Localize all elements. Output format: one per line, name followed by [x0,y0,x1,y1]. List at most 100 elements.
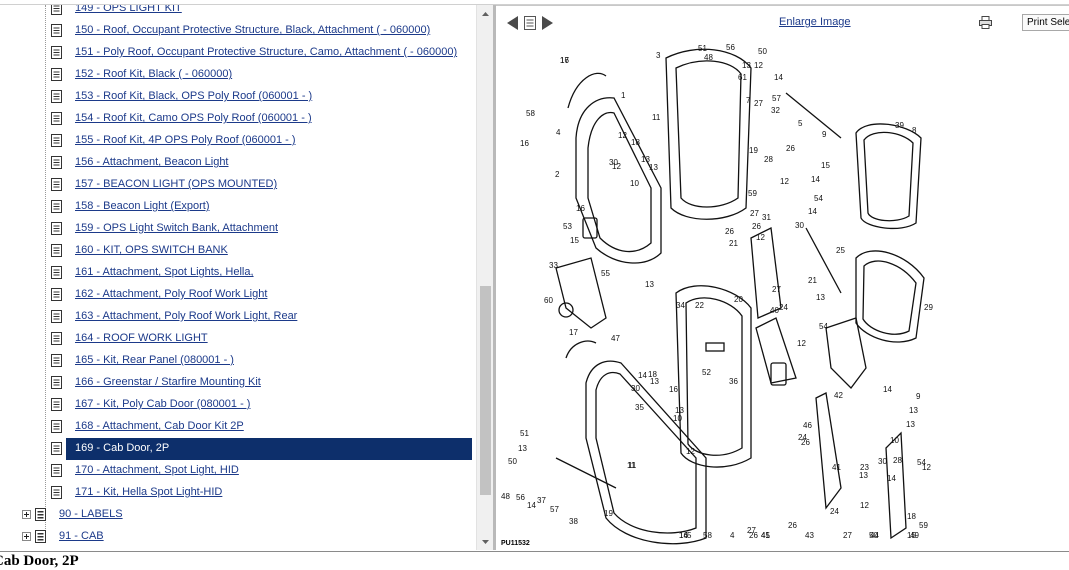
tree-category-label[interactable]: 90 - LABELS [59,508,123,520]
scroll-up-arrow[interactable] [477,5,494,22]
tree-item-label[interactable]: 162 - Attachment, Poly Roof Work Light [75,288,268,300]
tree-item-label[interactable]: 167 - Kit, Poly Cab Door (080001 - ) [75,398,251,410]
tree-item-label[interactable]: 154 - Roof Kit, Camo OPS Poly Roof (0600… [75,112,312,124]
tree-item-label[interactable]: 156 - Attachment, Beacon Light [75,156,229,168]
callout-number: 26 [752,222,761,231]
callout-number: 50 [508,457,517,466]
tree-item-label[interactable]: 155 - Roof Kit, 4P OPS Poly Roof (060001… [75,134,296,146]
callout-number: 21 [729,239,738,248]
callout-number: 15 [907,531,916,540]
tree-item-label[interactable]: 166 - Greenstar / Starfire Mounting Kit [75,376,261,388]
diagram-code: PU11532 [501,540,530,547]
tree-item[interactable]: 163 - Attachment, Poly Roof Work Light, … [0,306,474,328]
print-button[interactable] [978,14,992,31]
chevron-up-icon [482,11,489,16]
callout-number: 13 [906,420,915,429]
tree-item[interactable]: 167 - Kit, Poly Cab Door (080001 - ) [0,394,474,416]
tree-item[interactable]: 153 - Roof Kit, Black, OPS Poly Roof (06… [0,86,474,108]
callout-number: 14 [679,531,688,540]
tree-item-label[interactable]: 168 - Attachment, Cab Door Kit 2P [75,420,244,432]
tree-item[interactable]: 169 - Cab Door, 2P [0,438,474,460]
callout-number: 10 [890,436,899,445]
tree-item-label[interactable]: 164 - ROOF WORK LIGHT [75,332,208,344]
upper-glass-frame [665,48,752,220]
viewer-toolbar: Enlarge Image Print Selected [496,6,1069,38]
document-icon [51,442,62,455]
tree-item[interactable]: 159 - OPS Light Switch Bank, Attachment [0,218,474,240]
scroll-thumb[interactable] [480,286,491,495]
page-button[interactable] [523,14,536,31]
tree-item-label[interactable]: 165 - Kit, Rear Panel (080001 - ) [75,354,234,366]
enlarge-image-link[interactable]: Enlarge Image [779,16,851,28]
expand-plus-icon[interactable] [22,532,31,541]
tree-item-label[interactable]: 170 - Attachment, Spot Light, HID [75,464,239,476]
tree-item[interactable]: 154 - Roof Kit, Camo OPS Poly Roof (0600… [0,108,474,130]
tree-category[interactable]: 91 - CAB [0,526,474,548]
tree-item[interactable]: 168 - Attachment, Cab Door Kit 2P [0,416,474,438]
tree-item[interactable]: 151 - Poly Roof, Occupant Protective Str… [0,42,474,64]
callout-number: 3 [656,51,661,60]
callout-number: 24 [779,303,788,312]
callout-number: 14 [883,385,892,394]
callout-number: 16 [560,56,569,65]
callout-number: 13 [518,444,527,453]
tree-item[interactable]: 160 - KIT, OPS SWITCH BANK [0,240,474,262]
seal-arc-lower [565,340,597,359]
document-icon [51,112,62,125]
tree-item[interactable]: 166 - Greenstar / Starfire Mounting Kit [0,372,474,394]
tree-item-label[interactable]: 149 - OPS LIGHT KIT [75,5,182,14]
scroll-down-arrow[interactable] [477,533,494,550]
callout-number: 59 [748,189,757,198]
tree-item[interactable]: 157 - BEACON LIGHT (OPS MOUNTED) [0,174,474,196]
tree-item[interactable]: 161 - Attachment, Spot Lights, Hella, [0,262,474,284]
tree-item-label[interactable]: 157 - BEACON LIGHT (OPS MOUNTED) [75,178,278,190]
callout-number: 55 [601,269,610,278]
tree-item[interactable]: 155 - Roof Kit, 4P OPS Poly Roof (060001… [0,130,474,152]
tree-item-label[interactable]: 169 - Cab Door, 2P [75,442,170,454]
print-selected-button[interactable]: Print Selected [1022,14,1069,31]
tree-item[interactable]: 171 - Kit, Hella Spot Light-HID [0,482,474,504]
document-icon [51,90,62,103]
tree-item[interactable]: 149 - OPS LIGHT KIT [0,5,474,20]
callout-number: 18 [631,138,640,147]
callout-number: 11 [627,461,636,470]
callout-number: 57 [772,94,781,103]
tree-item-label[interactable]: 160 - KIT, OPS SWITCH BANK [75,244,228,256]
tree-item-label[interactable]: 161 - Attachment, Spot Lights, Hella, [75,266,254,278]
callout-number: 13 [645,280,654,289]
tree-item[interactable]: 164 - ROOF WORK LIGHT [0,328,474,350]
previous-button[interactable] [506,14,518,31]
tree-item[interactable]: 170 - Attachment, Spot Light, HID [0,460,474,482]
tree-item-label[interactable]: 151 - Poly Roof, Occupant Protective Str… [75,46,458,58]
callout-number: 16 [576,204,585,213]
tree-item[interactable]: 152 - Roof Kit, Black ( - 060000) [0,64,474,86]
tree-item-label[interactable]: 159 - OPS Light Switch Bank, Attachment [75,222,278,234]
callout-number: 50 [758,47,767,56]
tree-item-label[interactable]: 163 - Attachment, Poly Roof Work Light, … [75,310,298,322]
tree-item[interactable]: 156 - Attachment, Beacon Light [0,152,474,174]
tree-item-label[interactable]: 158 - Beacon Light (Export) [75,200,210,212]
image-viewer: Enlarge Image Print Selected [496,5,1069,551]
tree-item-label[interactable]: 171 - Kit, Hella Spot Light-HID [75,486,223,498]
callout-number: 26 [786,144,795,153]
tree-item-label[interactable]: 153 - Roof Kit, Black, OPS Poly Roof (06… [75,90,313,102]
tree-item-label[interactable]: 152 - Roof Kit, Black ( - 060000) [75,68,233,80]
callout-number: 5 [798,119,803,128]
chevron-down-icon [482,539,489,544]
folder-document-icon [35,508,46,521]
tree-item-label[interactable]: 150 - Roof, Occupant Protective Structur… [75,24,431,36]
tree-item[interactable]: 165 - Kit, Rear Panel (080001 - ) [0,350,474,372]
pane-splitter[interactable] [493,5,496,550]
callout-number: 27 [750,209,759,218]
tree-category[interactable]: 90 - LABELS [0,504,474,526]
next-button[interactable] [541,14,553,31]
tree-item[interactable]: 150 - Roof, Occupant Protective Structur… [0,20,474,42]
lower-glass-frame [675,285,752,468]
tree-scrollbar[interactable] [476,5,494,550]
tree-item[interactable]: 158 - Beacon Light (Export) [0,196,474,218]
tree-item[interactable]: 162 - Attachment, Poly Roof Work Light [0,284,474,306]
document-icon [51,354,62,367]
tree-category-label[interactable]: 91 - CAB [59,530,104,542]
expand-plus-icon[interactable] [22,510,31,519]
